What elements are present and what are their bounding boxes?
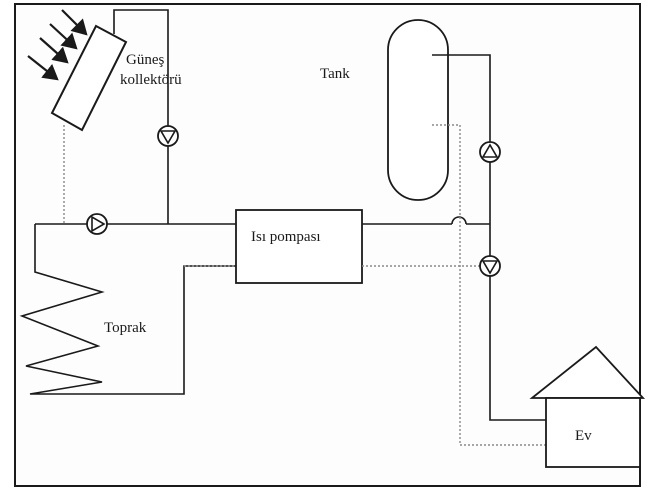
house [529,345,646,468]
heat-pump-label: Isı pompası [251,229,321,245]
pump-icon [479,141,501,163]
heat-pump-box [235,209,363,284]
sun-rays [27,9,88,81]
ground-loop-coil [19,224,236,395]
storage-tank [387,19,449,201]
solar-collector-label-line2: kollektörü [120,72,182,88]
sun-ray-arrow-icon [39,37,69,64]
main-supply-pipe [35,216,490,225]
solar-collector [50,24,128,132]
tank-pipes [432,54,546,421]
pump-icon [479,255,501,277]
sun-ray-arrow-icon [49,23,78,50]
house-body [545,397,641,468]
tank-return-dotted [362,124,546,446]
pump-icon [157,125,179,147]
solar-loop-pipes [113,9,169,224]
ground-label: Toprak [104,320,147,336]
sun-ray-arrow-icon [27,55,59,81]
pump-icon [86,213,108,235]
solar-collector-label-line1: Güneş [126,52,165,68]
sun-ray-arrow-icon [61,9,88,36]
tank-label: Tank [320,66,350,82]
house-label: Ev [575,428,592,444]
house-roof [529,345,646,399]
